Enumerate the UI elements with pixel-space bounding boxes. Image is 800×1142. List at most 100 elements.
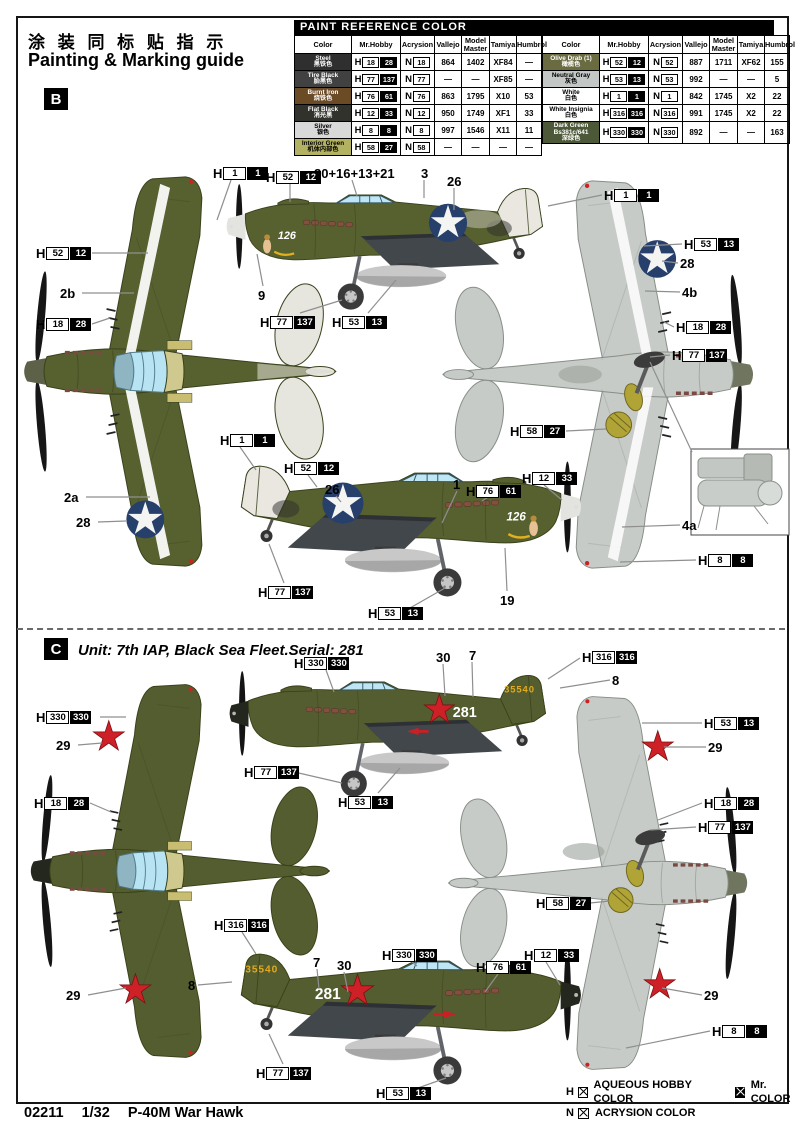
decal-callout-29: 29 [704, 988, 719, 1003]
vallejo-cell: 892 [682, 121, 710, 144]
tamiya-cell: — [489, 138, 517, 156]
chip-aqueous-number: 53 [694, 238, 718, 251]
decal-callout-26: 26 [447, 174, 462, 189]
paint-table-header: Tamiya [737, 35, 765, 54]
nose-art-script [273, 250, 295, 256]
chip-aqueous-number: 53 [348, 796, 372, 809]
decal-callout-4b: 4b [682, 285, 698, 300]
section-c-unit-title: Unit: 7th IAP, Black Sea Fleet.Serial: 2… [78, 642, 364, 659]
color-name: Steel [315, 55, 331, 63]
model-master-cell: 1745 [709, 87, 738, 105]
decal-callout-7: 7 [469, 648, 477, 663]
mr-color-number-box: 8 [380, 124, 398, 136]
decal-callout-2a: 2a [64, 490, 79, 505]
paint-table-header: Acrysion [648, 35, 683, 54]
decal-callout-3: 3 [421, 166, 429, 181]
humbrol-cell: 22 [764, 104, 790, 122]
b-sideview-left: 126 [224, 182, 545, 312]
color-number-box: 58 [362, 141, 380, 153]
mr-color-number-box: 28 [380, 56, 398, 68]
color-name-zh: 机体内部色 [307, 146, 339, 154]
color-name: White Insignia [549, 106, 593, 114]
chip-prefix: H [376, 1086, 386, 1101]
paint-table-header: Humbrol [764, 35, 795, 54]
color-name: Olive Drab (1) [550, 55, 592, 63]
chip-aqueous-number: 77 [708, 821, 732, 834]
chip-mr-number: 13 [738, 717, 760, 730]
color-name-zh: 黑铁色 [313, 61, 333, 69]
page-title-en: Painting & Marking guide [28, 50, 245, 70]
color-name-zh: 灰色 [564, 78, 578, 86]
nose-number: 126 [506, 510, 526, 523]
color-number-box: 8 [362, 124, 380, 136]
tail-serial: 35540 [504, 685, 535, 696]
paint-table-header: Mr.Hobby [599, 35, 649, 54]
tamiya-cell: XF1 [489, 104, 517, 122]
chip-prefix: H [36, 246, 46, 261]
chip-aqueous-number: 58 [546, 897, 570, 910]
chip-prefix: H [522, 471, 532, 486]
chip-aqueous-number: 12 [532, 472, 556, 485]
color-name-zh: 橄榄色 [561, 61, 581, 69]
chip-prefix: H [284, 461, 294, 476]
chip-prefix: H [36, 317, 46, 332]
nose-art-figure [529, 520, 538, 536]
color-name-zh: 白色 [564, 95, 578, 103]
chip-mr-number: 27 [570, 897, 592, 910]
color-name-zh: 银色 [316, 129, 330, 137]
legend-acrysion-label: ACRYSION COLOR [594, 1107, 696, 1119]
decal-callout-8: 8 [612, 673, 620, 688]
chip-prefix: H [510, 424, 520, 439]
tamiya-cell: — [737, 121, 765, 144]
chip-aqueous-number: 53 [386, 1087, 410, 1100]
b-sideview-right: 126 [239, 459, 583, 599]
color-number-box: 77 [362, 73, 380, 85]
chip-aqueous-number: 316 [224, 919, 248, 932]
model-master-cell: 1711 [709, 53, 738, 71]
chip-mr-number: 13 [372, 796, 394, 809]
red-star-insignia [641, 729, 674, 761]
chip-prefix: H [244, 765, 254, 780]
color-name: Interior Green [301, 140, 345, 148]
page-title-zh: 涂 装 同 标 贴 指 示 [28, 33, 228, 52]
nose-art-figure [263, 239, 272, 254]
color-name: Dark Green Bs381c/641 [553, 122, 589, 137]
chip-aqueous-number: 18 [44, 797, 68, 810]
chip-aqueous-number: 52 [46, 247, 70, 260]
chip-aqueous-number: 18 [46, 318, 70, 331]
detail-inset [690, 448, 790, 536]
chip-aqueous-number: 12 [534, 949, 558, 962]
model-master-cell: 1402 [461, 53, 490, 71]
chip-prefix: H [704, 796, 714, 811]
humbrol-cell: 155 [764, 53, 790, 71]
chip-mr-number: 13 [410, 1087, 432, 1100]
chip-prefix: H [536, 896, 546, 911]
chip-mr-number: 13 [366, 316, 388, 329]
vallejo-cell: 992 [682, 70, 710, 88]
kit-scale: 1/32 [81, 1105, 110, 1121]
chip-prefix: H [220, 433, 230, 448]
chip-aqueous-number: 77 [268, 586, 292, 599]
chip-mr-number: 1 [254, 434, 276, 447]
tamiya-cell: X11 [489, 121, 517, 139]
